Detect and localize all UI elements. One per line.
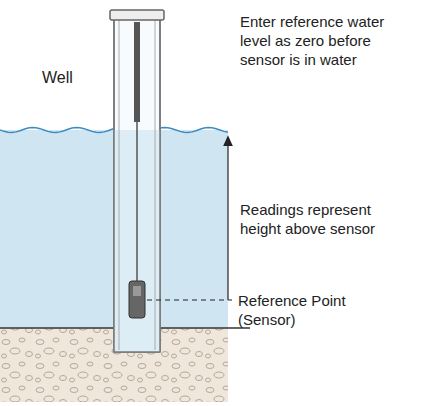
readings-note: Readings represent height above sensor — [240, 200, 406, 238]
well-cap — [110, 10, 164, 20]
reference-leader — [147, 299, 232, 300]
reference-label: Reference Point (Sensor) — [238, 291, 370, 329]
sensor — [129, 281, 145, 318]
well-casing — [114, 18, 160, 352]
well-label: Well — [42, 68, 122, 87]
height-arrow — [227, 140, 228, 300]
cable — [134, 22, 140, 122]
instruction-note: Enter reference water level as zero befo… — [240, 12, 416, 69]
